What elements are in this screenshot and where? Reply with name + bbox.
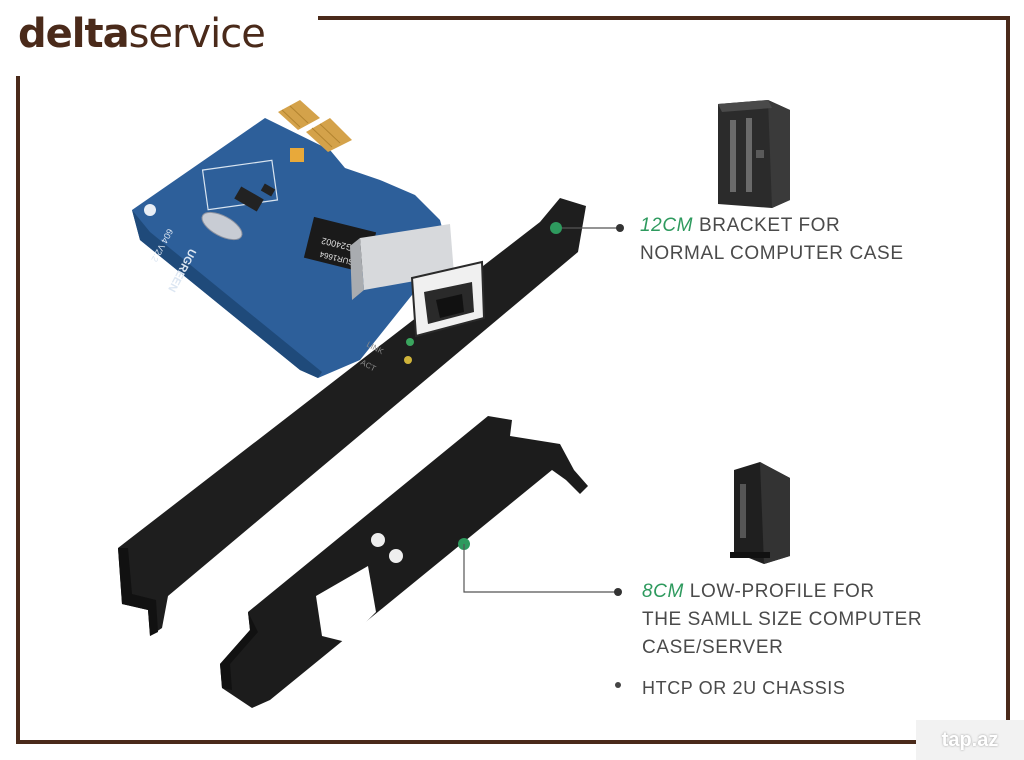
leader-line-2 <box>463 544 618 593</box>
frame-bottom-line <box>16 740 1010 744</box>
network-card-pcb: SG24002 SUR1664 UGREEN 604 V2.2 <box>132 100 448 378</box>
caption-2-text: LOW-PROFILE FOR <box>683 581 875 602</box>
low-profile-bracket <box>220 416 588 708</box>
act-led <box>404 356 412 364</box>
caption-full-height: 12CM BRACKET FOR NORMAL COMPUTER CASE <box>640 212 904 268</box>
bracket-1-marker <box>550 222 562 234</box>
logo-part-bold: delta <box>18 11 130 57</box>
caption-1-text: BRACKET FOR <box>693 215 841 236</box>
caption-1-size: 12CM <box>640 215 694 236</box>
caption-2-line2: THE SAMLL SIZE COMPUTER <box>642 609 923 630</box>
tower-pc-icon <box>718 100 790 208</box>
brand-logo[interactable]: deltaservice <box>18 8 266 60</box>
frame-right-line <box>1006 16 1010 744</box>
small-pc-icon <box>730 462 790 564</box>
caption-2-size: 8CM <box>642 581 684 602</box>
watermark: tap.az <box>916 720 1024 760</box>
caption-low-profile: 8CM LOW-PROFILE FOR THE SAMLL SIZE COMPU… <box>642 578 922 662</box>
link-led <box>406 338 414 346</box>
pcie-gold-contacts <box>278 100 352 152</box>
full-height-bracket: LINK ACT <box>118 198 586 636</box>
caption-1-line2: NORMAL COMPUTER CASE <box>640 243 904 264</box>
caption-2-line3: CASE/SERVER <box>642 637 784 658</box>
small-component <box>290 148 304 162</box>
frame-left-line <box>16 76 20 744</box>
caption-chassis: HTCP OR 2U CHASSIS <box>642 678 846 698</box>
bullet-point <box>615 682 621 688</box>
crystal-oscillator <box>201 211 243 241</box>
frame-top-line <box>318 16 1010 20</box>
logo-part-light: service <box>128 11 266 57</box>
